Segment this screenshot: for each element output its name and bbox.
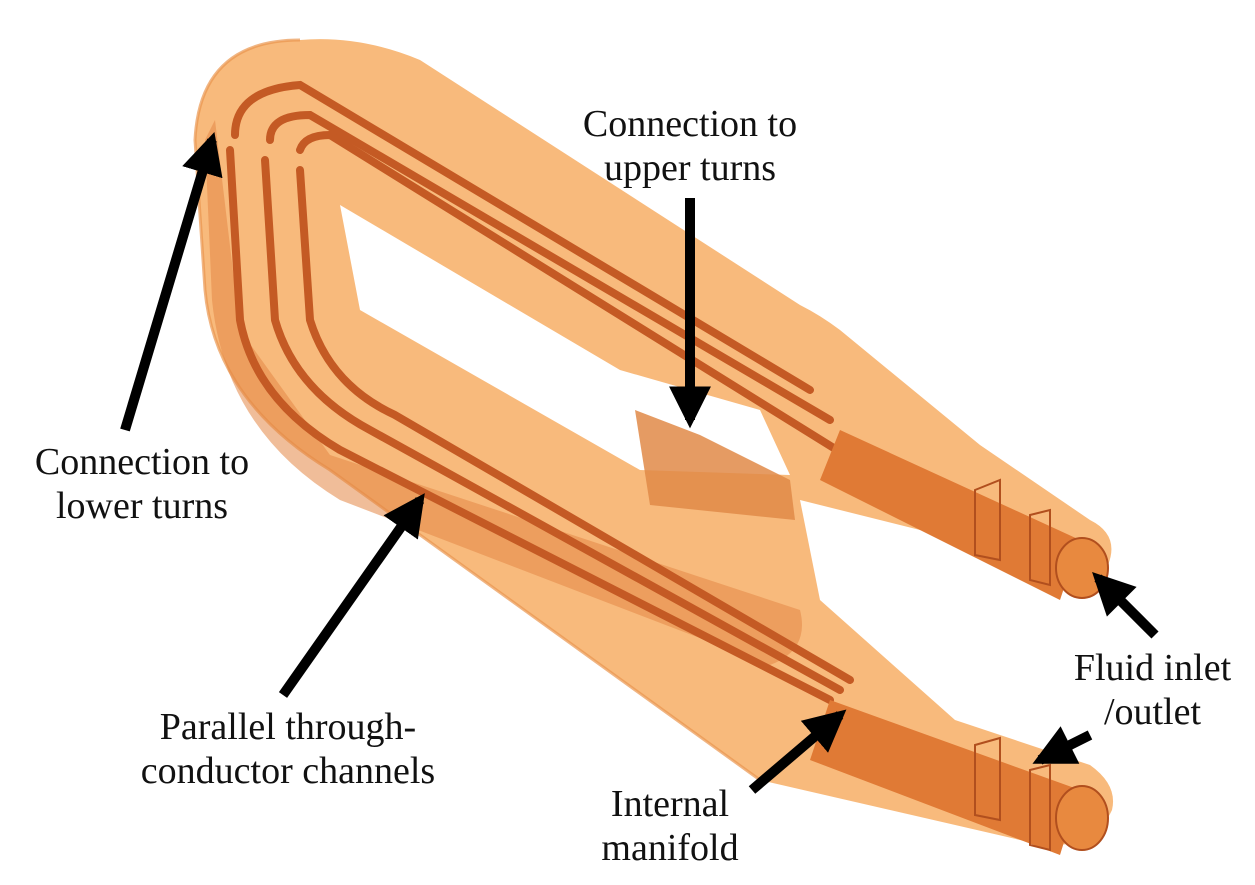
arrow-fluid-upper bbox=[1092, 572, 1159, 639]
connection-tab-lower bbox=[205, 120, 802, 665]
label-internal-manifold: Internal manifold bbox=[601, 783, 739, 869]
arrow-parallel-channels bbox=[278, 493, 425, 698]
label-parallel-channels: Parallel through- conductor channels bbox=[140, 706, 436, 792]
lower-pipe bbox=[810, 700, 1109, 855]
label-lower-turns: Connection to lower turns bbox=[34, 441, 250, 527]
arrow-lower-turns bbox=[120, 131, 223, 432]
channels-lower bbox=[226, 80, 854, 704]
label-fluid-inlet-outlet: Fluid inlet /outlet bbox=[1073, 647, 1232, 733]
arrow-fluid-lower bbox=[1032, 726, 1093, 765]
connection-tab-upper bbox=[635, 410, 795, 520]
label-upper-turns: Connection to upper turns bbox=[582, 103, 798, 189]
arrow-manifold bbox=[748, 709, 847, 794]
leader-arrows bbox=[120, 131, 1159, 794]
